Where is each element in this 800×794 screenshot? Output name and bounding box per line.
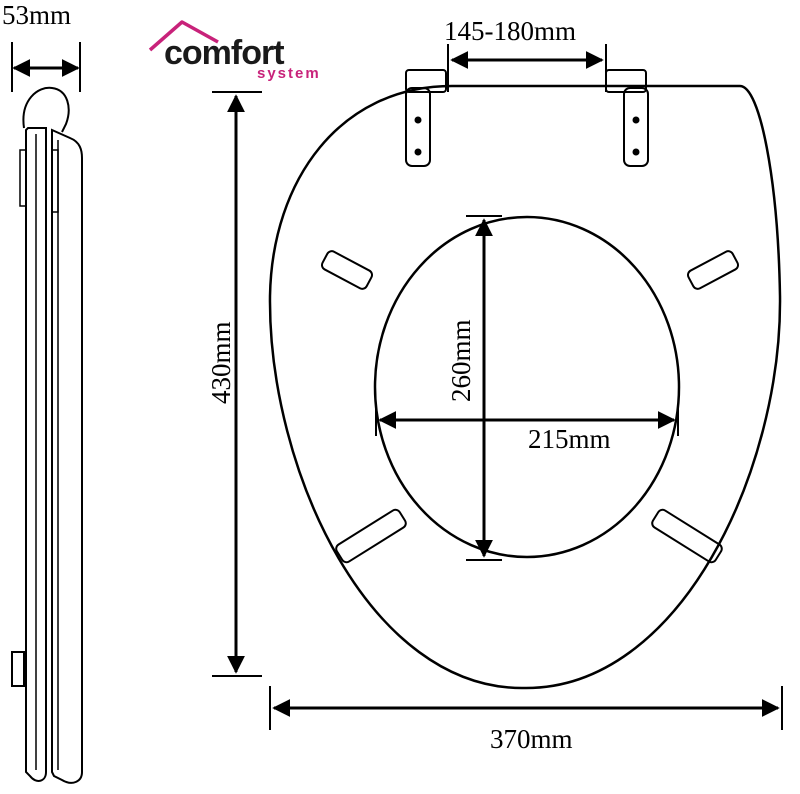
buffer-pad-top-right [686,250,740,290]
bumper-pad [11,651,25,687]
seat-length-dimension: 430mm [206,91,262,677]
seat-width-label: 370mm [490,724,573,754]
buffer-pad-bottom-left [335,508,407,564]
seat-opening [373,215,681,559]
seat-outline [268,84,782,690]
opening-width-dimension: 215mm [375,404,679,454]
hinge-plate-right [605,69,649,167]
hinge-knob [22,86,70,133]
brand-logo: comfort system [148,20,321,82]
seat-length-label: 430mm [206,321,236,404]
brand-tagline: system [257,65,321,82]
lid-slab [25,127,47,782]
hinge-bracket-right [51,149,59,213]
seat-slab [51,128,83,784]
hinge-spacing-label: 145-180mm [444,16,576,46]
opening-width-label: 215mm [528,424,611,454]
seat-width-dimension: 370mm [269,686,783,754]
hinge-bracket-left [19,149,27,207]
hinge-plate-left [405,69,447,167]
depth-label: 53mm [2,0,71,30]
hinge-spacing-dimension: 145-180mm [444,16,607,92]
opening-length-dimension: 260mm [446,215,502,561]
top-view [268,69,782,690]
house-roof-icon [148,20,219,52]
buffer-pad-bottom-right [651,508,723,564]
buffer-pad-top-left [320,250,374,290]
side-profile-view: 53mm [2,0,83,784]
opening-length-label: 260mm [446,319,476,402]
brand-name: comfort [164,34,284,72]
